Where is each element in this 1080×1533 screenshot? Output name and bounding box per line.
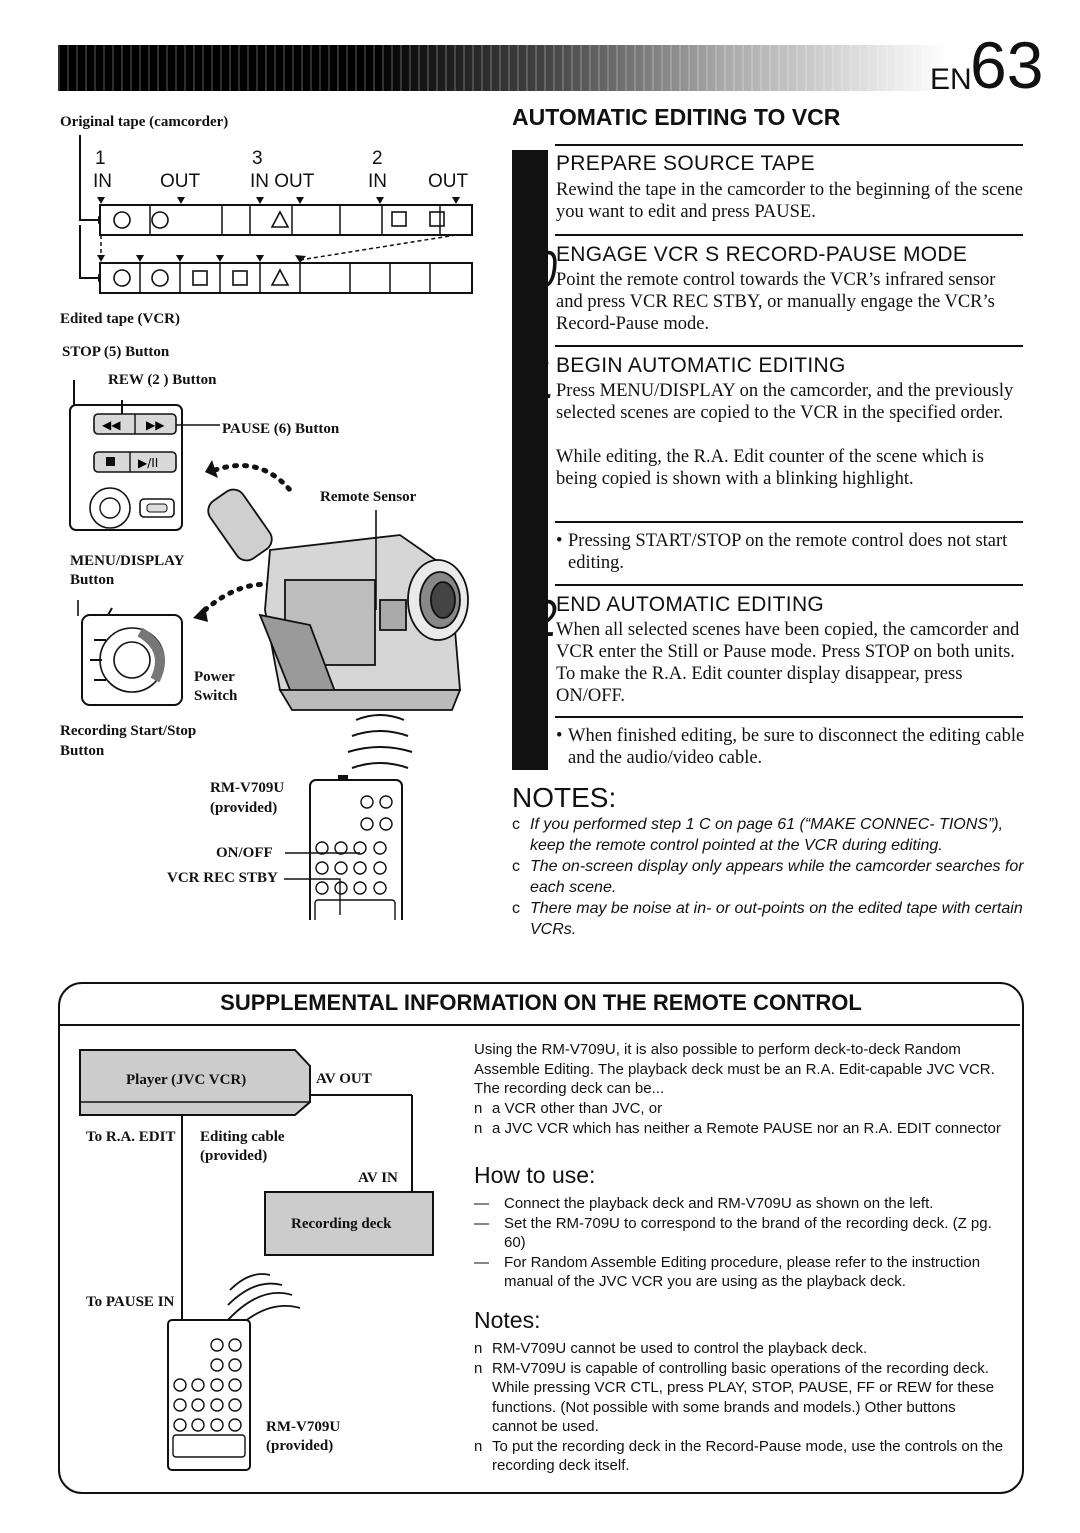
in-label-2: IN	[368, 171, 387, 192]
step-text-12: When all selected scenes have been copie…	[556, 620, 1020, 706]
supplemental-box	[58, 982, 1024, 1494]
svg-text:▶/II: ▶/II	[138, 456, 158, 470]
step-title-9: PREPARE SOURCE TAPE	[556, 152, 815, 175]
svg-text:◀◀: ◀◀	[102, 418, 121, 432]
section-title: AUTOMATIC EDITING TO VCR	[512, 104, 841, 130]
page-lang: EN	[930, 63, 972, 96]
step-number-10: 10	[514, 241, 557, 299]
power-switch-label: Power	[194, 669, 235, 685]
edited-tape-label: Edited tape (VCR)	[60, 311, 180, 327]
step-title-12: END AUTOMATIC EDITING	[556, 593, 825, 616]
supplemental-intro: Using the RM-V709U, it is also possible …	[474, 1041, 995, 1097]
remote-provided-label-2: (provided)	[266, 1438, 334, 1454]
out-label-2: OUT	[428, 171, 469, 192]
rec-button-label-sub: Button	[60, 743, 105, 759]
deck-connection-svg	[79, 1049, 434, 1471]
step-bullet-12: • When finished editing, be sure to disc…	[556, 726, 1025, 768]
rec-button-label: Recording Start/Stop	[60, 723, 197, 739]
recording-deck-label: Recording deck	[291, 1216, 392, 1232]
av-out-label: AV OUT	[316, 1071, 372, 1087]
how-to-title: How to use:	[474, 1162, 596, 1188]
how-to-item: —Connect the playback deck and RM-V709U …	[474, 1195, 934, 1212]
power-switch-label-sub: Switch	[194, 688, 238, 704]
editing-cable-label: Editing cable	[200, 1129, 285, 1145]
player-label: Player (JVC VCR)	[126, 1072, 247, 1088]
scene-number-3: 3	[252, 148, 263, 169]
step-text-10: Point the remote control towards the VCR…	[556, 270, 996, 334]
step-bar	[512, 150, 548, 770]
remote-model-label: RM-V709U	[210, 780, 285, 796]
step-title-11: BEGIN AUTOMATIC EDITING	[556, 354, 846, 377]
scene-number-2: 2	[372, 148, 383, 169]
how-to-item: —Set the RM-709U to correspond to the br…	[474, 1214, 992, 1252]
av-in-label: AV IN	[358, 1170, 398, 1186]
rew-button-label: REW (2 ) Button	[108, 372, 217, 388]
remote-provided-label: (provided)	[210, 800, 278, 816]
to-ra-edit-label: To R.A. EDIT	[86, 1129, 176, 1145]
step-text-9: Rewind the tape in the camcorder to the …	[556, 180, 1023, 222]
scene-number-1: 1	[95, 148, 106, 169]
how-to-list: —Connect the playback deck and RM-V709U …	[474, 1194, 1004, 1292]
page-num: 63	[970, 28, 1044, 102]
in-label-1: IN	[93, 171, 112, 192]
to-pause-in-label: To PAUSE IN	[86, 1294, 175, 1310]
out-label-1: OUT	[160, 171, 201, 192]
header-stripes	[58, 45, 948, 91]
supplemental-title: SUPPLEMENTAL INFORMATION ON THE REMOTE C…	[220, 990, 862, 1015]
menu-display-label-sub: Button	[70, 572, 115, 588]
pause-button-label: PAUSE (6) Button	[222, 421, 340, 437]
step-number-9: 9	[514, 149, 537, 207]
step-number-12: 12	[514, 590, 557, 648]
tape-strips-svg	[79, 135, 473, 294]
remote-sensor-label: Remote Sensor	[320, 489, 417, 505]
original-tape-label: Original tape (camcorder)	[60, 114, 229, 130]
stop-button-label: STOP (5) Button	[62, 344, 170, 360]
how-to-item: —For Random Assemble Editing procedure, …	[474, 1253, 981, 1291]
step-bullet-11: • Pressing START/STOP on the remote cont…	[556, 531, 1008, 573]
remote-model-label-2: RM-V709U	[266, 1419, 341, 1435]
menu-display-label: MENU/DISPLAY	[70, 553, 185, 569]
vcr-rec-stby-label: VCR REC STBY	[167, 870, 278, 886]
supp-notes-title: Notes:	[474, 1307, 541, 1333]
notes-title: NOTES:	[512, 782, 617, 813]
step-number-11: 11	[514, 352, 554, 410]
svg-text:▶▶: ▶▶	[146, 418, 165, 432]
step-text-11: Press MENU/DISPLAY on the camcorder, and…	[556, 381, 1014, 423]
page-number: EN 63	[930, 30, 1050, 100]
editing-cable-sub: (provided)	[200, 1148, 268, 1164]
camcorder-svg: ◀◀ ▶▶ ▶/II	[69, 380, 469, 920]
header-bar	[58, 45, 948, 91]
step-title-10: ENGAGE VCR S RECORD-PAUSE MODE	[556, 243, 968, 266]
on-off-label: ON/OFF	[216, 845, 273, 861]
step-text-11b: While editing, the R.A. Edit counter of …	[556, 447, 984, 489]
in-out-label-3: IN OUT	[250, 171, 315, 192]
